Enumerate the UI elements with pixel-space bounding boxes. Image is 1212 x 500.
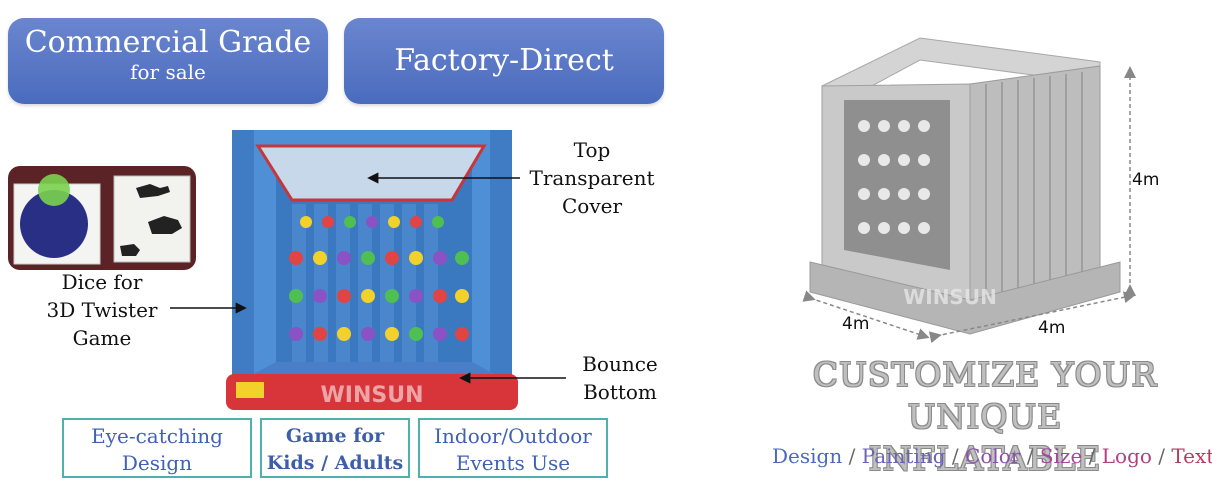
dice-callout: Dice for 3D Twister Game [32,268,172,352]
headline-line-1: CUSTOMIZE YOUR UNIQUE [812,355,1158,436]
option-separator: / [945,444,966,468]
option-logo: Logo [1101,444,1152,468]
dice-photo [8,166,196,270]
feature-game-for: Game for Kids / Adults [260,418,410,478]
option-separator: / [1020,444,1040,468]
depth-label: 4m [842,314,870,334]
feature-line: Design [121,451,193,475]
option-size: Size [1039,444,1083,468]
feature-indoor-outdoor: Indoor/Outdoor Events Use [418,418,608,478]
option-design: Design [772,444,843,468]
width-arrow [928,291,1136,344]
callout-line: Bottom [583,380,657,404]
feature-eye-catching: Eye-catching Design [62,418,252,478]
customization-options: Design / Painting / Color / Size / Logo … [772,444,1212,468]
bounce-callout: Bounce Bottom [570,350,670,406]
callout-line: Bounce [582,352,658,376]
option-separator: / [1151,444,1172,468]
badge-subtitle: for sale [130,60,206,84]
feature-line: Kids / Adults [266,452,404,474]
inflatable-connect-four-photo: WINSUN [226,130,518,410]
option-painting: Painting [861,444,946,468]
callout-line: Top [573,138,611,162]
feature-line: Indoor/Outdoor [434,424,592,448]
width-label: 4m [1038,318,1066,338]
headline-line-2: INFLATABLE [868,439,1102,478]
option-separator: / [1082,444,1102,468]
feature-line: Eye-catching [91,424,223,448]
depth-arrow [802,290,930,340]
factory-direct-badge: Factory-Direct [344,18,664,104]
top-cover-callout: Top Transparent Cover [528,136,656,220]
watermark-logo: WINSUN [321,383,424,408]
callout-line: Transparent [529,166,655,190]
badge-title: Commercial Grade [24,25,312,60]
callout-line: Dice for [61,270,143,294]
callout-line: Cover [561,194,623,218]
feature-line: Game for [285,425,385,447]
badge-title: Factory-Direct [394,43,614,78]
callout-line: Game [72,326,132,350]
customize-headline: CUSTOMIZE YOUR UNIQUE INFLATABLE [740,354,1212,480]
commercial-grade-badge: Commercial Grade for sale [8,18,328,104]
callout-line: 3D Twister [46,298,158,322]
feature-line: Events Use [455,451,571,475]
option-separator: / [842,444,862,468]
height-label: 4m [1132,170,1160,190]
option-color: Color [965,444,1021,468]
option-text: Text [1171,444,1212,468]
